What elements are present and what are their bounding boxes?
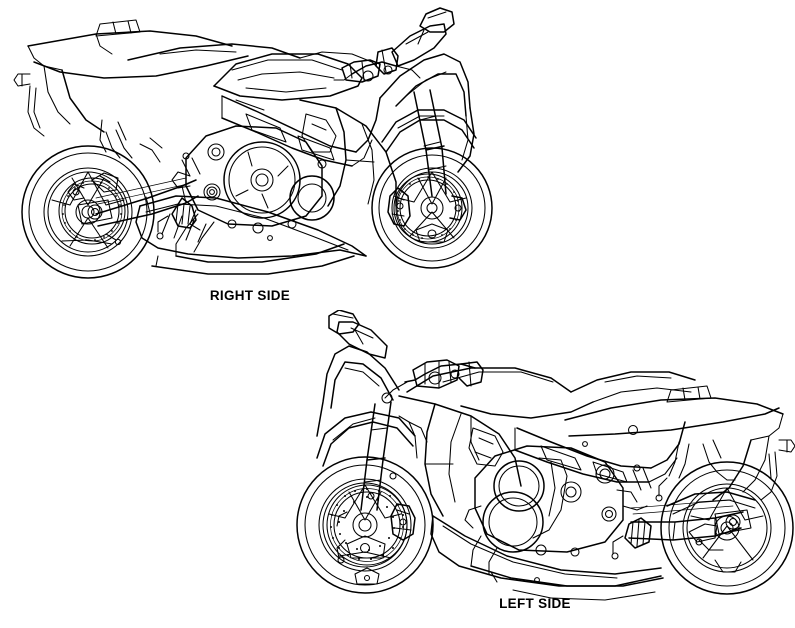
exhaust-header	[470, 535, 664, 587]
frame-spar	[221, 95, 381, 167]
figure-right-side	[0, 0, 500, 310]
engine	[464, 445, 648, 557]
mid-fairing	[398, 395, 522, 517]
passenger-peg	[655, 439, 736, 502]
footpeg	[611, 517, 652, 560]
label-left-side: LEFT SIDE	[499, 596, 571, 611]
footpeg	[156, 197, 197, 240]
lower-fairing	[430, 515, 662, 601]
motorcycle-left-side-illustration	[296, 310, 795, 601]
front-fender	[316, 411, 416, 467]
axle-clamp	[346, 535, 386, 585]
handlebar-controls	[381, 359, 484, 404]
mid-fairing	[299, 99, 397, 207]
rear-wheel	[21, 145, 155, 279]
engine	[171, 125, 335, 234]
front-wheel	[371, 147, 493, 269]
rear-hugger	[666, 491, 756, 543]
rear-shock	[181, 152, 201, 177]
frame-spar	[514, 421, 686, 483]
seat-and-tank	[213, 51, 385, 101]
tail-section	[564, 385, 795, 501]
rear-shock	[632, 464, 652, 491]
passenger-peg	[99, 119, 163, 163]
rear-wheel	[660, 461, 794, 595]
motorcycle-right-side-illustration	[13, 7, 493, 279]
front-brake-caliper	[336, 503, 416, 564]
rear-brake-disc	[58, 177, 126, 245]
upper-fairing	[379, 7, 475, 173]
label-right-side: RIGHT SIDE	[209, 288, 291, 303]
tail-section	[13, 19, 301, 137]
front-brake-caliper	[387, 187, 467, 243]
handlebar-controls	[333, 47, 421, 83]
front-brake-disc	[393, 173, 463, 243]
exhaust-header	[175, 213, 345, 263]
swingarm	[67, 172, 199, 246]
lower-fairing	[135, 195, 367, 275]
front-fender	[381, 109, 477, 153]
figure-left-side	[275, 310, 795, 628]
upper-fairing	[316, 310, 400, 437]
